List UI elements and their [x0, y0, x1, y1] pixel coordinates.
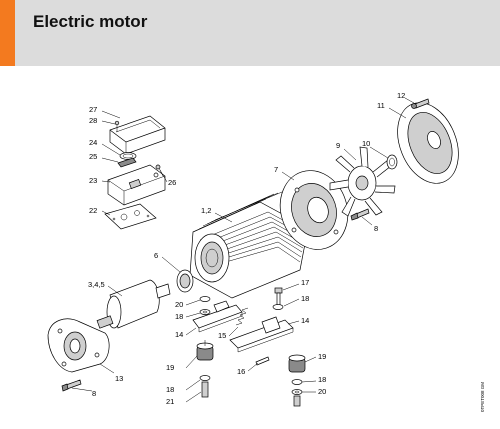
callout-10: 10 [362, 139, 370, 148]
page-title: Electric motor [33, 12, 148, 31]
callout-18-c: 18 [166, 385, 174, 394]
callout-12: 12 [397, 91, 405, 100]
drawing-code: 0TPET008 GM [480, 382, 485, 412]
callout-1-2: 1,2 [201, 206, 211, 215]
fan-guard [397, 102, 459, 184]
callout-24: 24 [89, 138, 97, 147]
bolt-17 [272, 287, 284, 310]
callout-15: 15 [218, 331, 226, 340]
ring-10 [386, 154, 398, 170]
leader-lines [71, 97, 415, 403]
callout-8-b: 8 [374, 224, 378, 233]
header-bar: Electric motor [0, 0, 500, 66]
callout-28: 28 [89, 116, 97, 125]
gasket-plate-22 [104, 203, 157, 230]
callout-9: 9 [336, 141, 340, 150]
callout-8-a: 8 [92, 389, 96, 398]
seal-ring [176, 269, 194, 293]
callout-17: 17 [301, 278, 309, 287]
bolt-8-right [350, 208, 370, 221]
callout-14-b: 14 [301, 316, 309, 325]
callout-16: 16 [237, 367, 245, 376]
fan [329, 146, 396, 217]
mount-plate-14-right [229, 316, 294, 353]
terminal-box-23 [107, 164, 166, 206]
callout-14-a: 14 [175, 330, 183, 339]
spring-15 [235, 307, 249, 326]
damper-19-left [196, 340, 214, 398]
callout-11: 11 [377, 101, 385, 110]
screw-28 [114, 120, 120, 132]
motor-housing [189, 191, 309, 299]
callout-19-b: 19 [318, 352, 326, 361]
callout-26: 26 [168, 178, 176, 187]
seal-25 [117, 157, 137, 168]
fan-cover-flange [279, 170, 349, 250]
callout-22: 22 [89, 206, 97, 215]
callout-27: 27 [89, 105, 97, 114]
callout-labels: 27 28 24 25 23 26 22 1,2 6 3,4,5 20 18 1… [88, 91, 405, 406]
callout-13: 13 [115, 374, 123, 383]
callout-23: 23 [89, 176, 97, 185]
terminal-box-cover [109, 115, 166, 155]
callout-3-4-5: 3,4,5 [88, 280, 105, 289]
exploded-diagram: 27 28 24 25 23 26 22 1,2 6 3,4,5 20 18 1… [47, 91, 485, 412]
pin-16 [255, 356, 270, 366]
callout-18-a: 18 [175, 312, 183, 321]
callout-25: 25 [89, 152, 97, 161]
callout-19-a: 19 [166, 363, 174, 372]
callout-21: 21 [166, 397, 174, 406]
washer-20-top [199, 296, 211, 315]
callout-6: 6 [154, 251, 158, 260]
end-shield [47, 318, 110, 373]
rotor [96, 279, 171, 329]
damper-19-right [288, 354, 306, 407]
callout-20-a: 20 [175, 300, 183, 309]
mount-plate-14-left [192, 300, 243, 333]
screw-12 [411, 98, 430, 109]
callout-18-b: 18 [301, 294, 309, 303]
callout-7: 7 [274, 165, 278, 174]
accent-strip [0, 0, 15, 66]
bolt-8-left [61, 379, 82, 392]
callout-20-b: 20 [318, 387, 326, 396]
callout-18-d: 18 [318, 375, 326, 384]
